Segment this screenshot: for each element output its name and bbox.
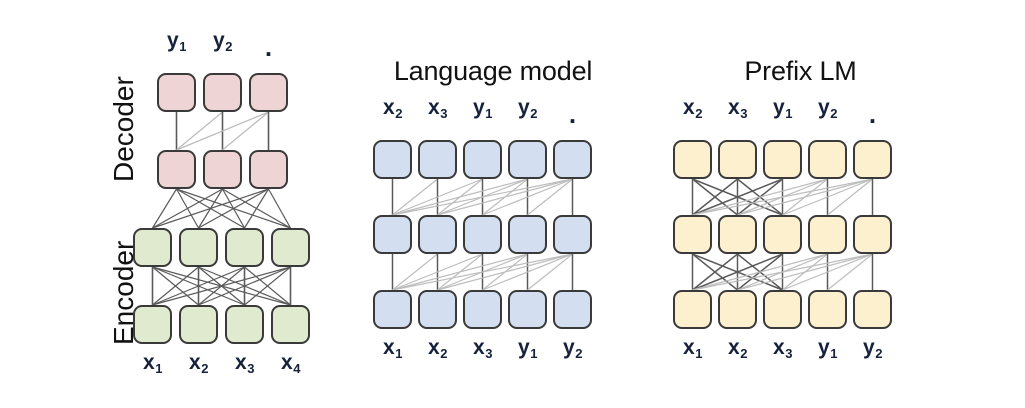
prefix-lm-block-top-4 <box>808 140 847 179</box>
prefix-lm-block-top-3 <box>763 140 802 179</box>
token-top-prefix-lm-2: x3 <box>728 96 748 121</box>
decoder-block-bottom-3 <box>249 150 288 189</box>
token-bottom-prefix-lm-4: y1 <box>818 336 838 361</box>
token-bottom-prefix-lm-3: x3 <box>773 336 793 361</box>
token-top-encdec-1: y1 <box>167 29 187 54</box>
encoder-label: Encoder <box>108 240 139 345</box>
language-model-block-middle-2 <box>418 215 457 254</box>
token-bottom-language-model-2: x2 <box>428 336 448 361</box>
token-top-language-model-2: x3 <box>428 96 448 121</box>
encoder-block-top-2 <box>179 228 218 267</box>
token-top-prefix-lm-1: x2 <box>683 96 703 121</box>
token-bottom-language-model-1: x1 <box>383 336 403 361</box>
decoder-block-top-3 <box>249 73 288 112</box>
language-model-block-bottom-2 <box>418 290 457 329</box>
language-model-block-top-1 <box>373 140 412 179</box>
language-model-block-middle-4 <box>508 215 547 254</box>
token-top-prefix-lm-5: . <box>868 99 877 129</box>
prefix-lm-block-middle-5 <box>853 215 892 254</box>
encoder-block-bottom-3 <box>225 305 264 344</box>
encoder-block-top-3 <box>225 228 264 267</box>
panel-title-prefix-lm: Prefix LM <box>744 56 857 86</box>
decoder-block-top-1 <box>157 73 196 112</box>
language-model-block-middle-1 <box>373 215 412 254</box>
token-bottom-language-model-3: x3 <box>473 336 493 361</box>
language-model-block-bottom-3 <box>463 290 502 329</box>
language-model-block-middle-3 <box>463 215 502 254</box>
language-model-block-top-5 <box>553 140 592 179</box>
encoder-block-bottom-1 <box>133 305 172 344</box>
prefix-lm-block-bottom-3 <box>763 290 802 329</box>
prefix-lm-block-middle-3 <box>763 215 802 254</box>
language-model-block-bottom-1 <box>373 290 412 329</box>
token-bottom-prefix-lm-5: y2 <box>863 336 883 361</box>
token-top-encdec-2: y2 <box>213 29 233 54</box>
language-model-block-middle-5 <box>553 215 592 254</box>
decoder-block-top-2 <box>203 73 242 112</box>
token-top-prefix-lm-3: y1 <box>773 96 793 121</box>
prefix-lm-block-top-2 <box>718 140 757 179</box>
decoder-block-bottom-1 <box>157 150 196 189</box>
prefix-lm-block-middle-4 <box>808 215 847 254</box>
token-top-language-model-3: y1 <box>473 96 493 121</box>
prefix-lm-block-top-1 <box>673 140 712 179</box>
prefix-lm-block-bottom-5 <box>853 290 892 329</box>
panel-title-language-model: Language model <box>393 56 593 86</box>
prefix-lm-block-bottom-4 <box>808 290 847 329</box>
token-bottom-encdec-1: x1 <box>143 351 163 376</box>
language-model-block-top-3 <box>463 140 502 179</box>
token-bottom-language-model-4: y1 <box>518 336 538 361</box>
token-bottom-language-model-5: y2 <box>563 336 583 361</box>
prefix-lm-block-top-5 <box>853 140 892 179</box>
token-top-language-model-1: x2 <box>383 96 403 121</box>
encoder-block-bottom-2 <box>179 305 218 344</box>
decoder-block-bottom-2 <box>203 150 242 189</box>
prefix-lm-block-bottom-1 <box>673 290 712 329</box>
token-bottom-encdec-2: x2 <box>189 351 209 376</box>
prefix-lm-block-middle-2 <box>718 215 757 254</box>
language-model-block-bottom-4 <box>508 290 547 329</box>
token-top-language-model-4: y2 <box>518 96 538 121</box>
token-bottom-prefix-lm-1: x1 <box>683 336 703 361</box>
prefix-lm-block-bottom-2 <box>718 290 757 329</box>
prefix-lm-block-middle-1 <box>673 215 712 254</box>
language-model-block-top-4 <box>508 140 547 179</box>
token-top-language-model-5: . <box>568 99 577 129</box>
decoder-label: Decoder <box>108 76 139 182</box>
encoder-block-top-1 <box>133 228 172 267</box>
language-model-block-top-2 <box>418 140 457 179</box>
token-bottom-encdec-3: x3 <box>235 351 255 376</box>
encoder-block-top-4 <box>271 228 310 267</box>
encoder-block-bottom-4 <box>271 305 310 344</box>
token-bottom-encdec-4: x4 <box>281 351 301 376</box>
token-top-encdec-3: . <box>264 32 273 62</box>
token-bottom-prefix-lm-2: x2 <box>728 336 748 361</box>
language-model-block-bottom-5 <box>553 290 592 329</box>
token-top-prefix-lm-4: y2 <box>818 96 838 121</box>
